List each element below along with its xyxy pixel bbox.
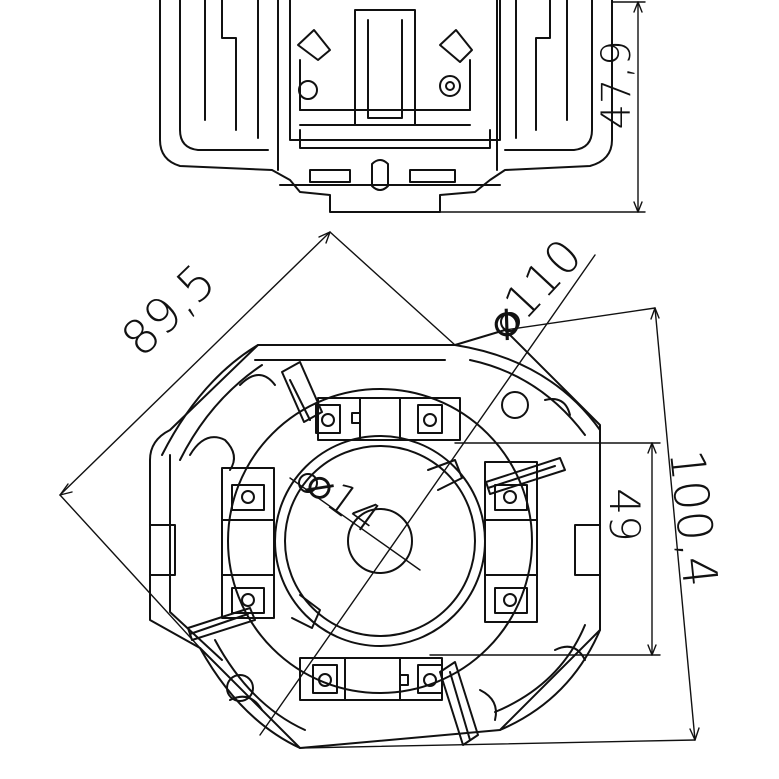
dim-brush-spacing: 49 xyxy=(600,488,649,541)
dim-height-side: 47,9 xyxy=(594,40,640,129)
side-view xyxy=(159,0,613,213)
brush-holder-right xyxy=(484,461,538,623)
brush-holder-top xyxy=(315,397,461,441)
plan-view xyxy=(149,312,601,749)
dim-diagonal-width: 89,5 xyxy=(111,253,227,368)
dimension-lines xyxy=(59,1,700,749)
brush-holder-left xyxy=(221,467,275,619)
dim-inner-diameter: ⌀14 xyxy=(297,457,389,543)
dim-outer-diameter: ⌀110 xyxy=(474,228,592,349)
dim-overall-height: 100,4 xyxy=(658,447,728,590)
